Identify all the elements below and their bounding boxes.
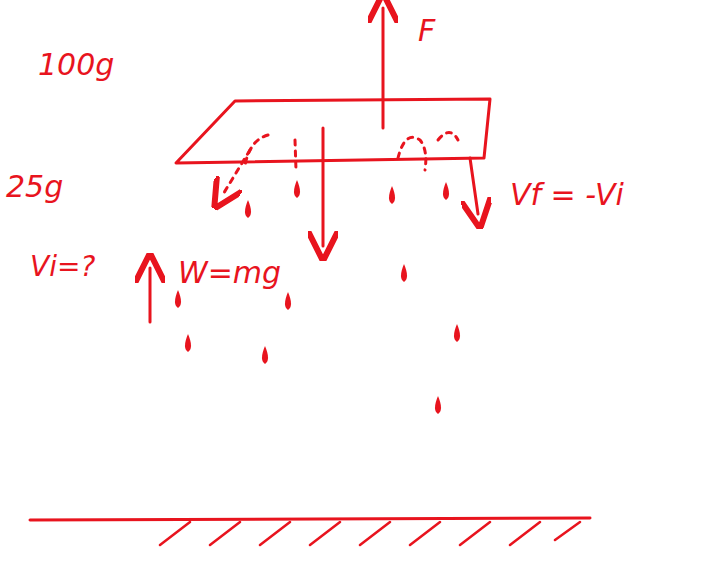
dashed-arc — [438, 133, 458, 141]
dashed-arc — [295, 140, 296, 170]
ground-hatch — [160, 522, 580, 545]
dashed-arc — [245, 135, 268, 165]
plate — [176, 99, 490, 163]
sketch-label: Vf = -Vi — [510, 178, 624, 211]
sketch-label: 100g — [38, 48, 114, 81]
dashed-arc — [398, 137, 426, 170]
sketch-label: F — [418, 14, 435, 47]
force-arrow — [382, 8, 385, 128]
sketch-label: 25g — [6, 170, 63, 203]
ground-line — [30, 518, 590, 520]
sketch-label: Vi=? — [30, 252, 95, 283]
up-arrow — [149, 268, 152, 322]
sketch-label: W=mg — [178, 256, 281, 289]
drops — [175, 180, 460, 414]
dashed-arrow — [222, 150, 250, 196]
rebound-arrow — [470, 158, 478, 214]
weight-arrow — [322, 128, 325, 246]
